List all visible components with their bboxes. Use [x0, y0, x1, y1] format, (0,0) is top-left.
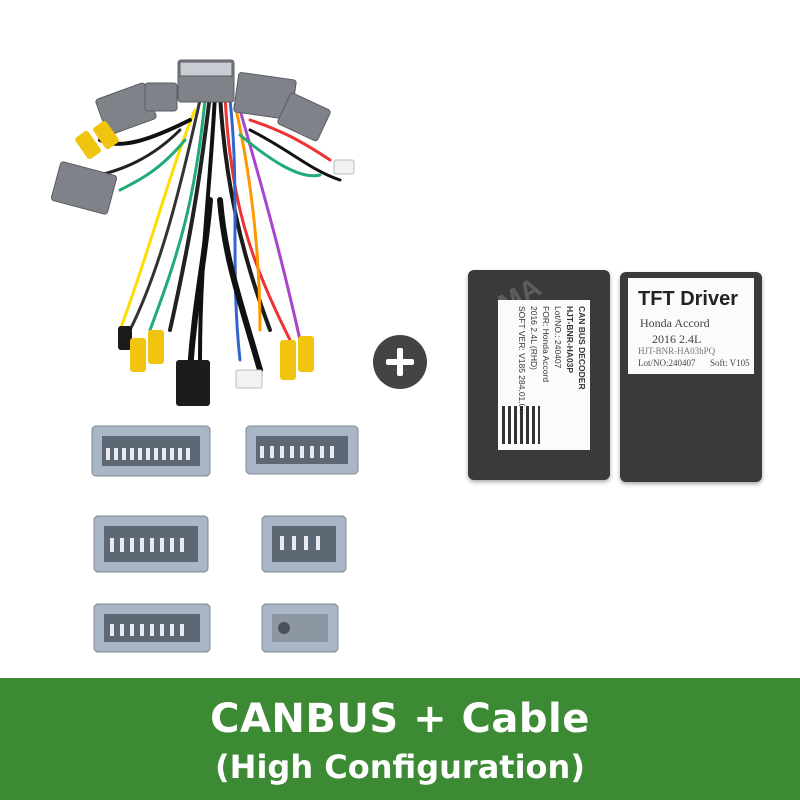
banner-title: CANBUS + Cable: [210, 696, 590, 742]
canbus-decoder-box: MA CAN BUS DECODER HJT-BNR-HA03P Lot/NO.…: [468, 270, 610, 480]
product-banner: CANBUS + Cable (High Configuration): [0, 678, 800, 800]
banner-subtitle: (High Configuration): [215, 748, 585, 786]
tft-lot: Lot/NO:240407: [638, 358, 696, 368]
harness-connectors: [50, 59, 331, 215]
decoder-label: CAN BUS DECODER HJT-BNR-HA03P Lot/NO.: 2…: [498, 300, 590, 450]
tft-driver-box: TFT Driver Honda Accord 2016 2.4L HJT-BN…: [620, 272, 762, 482]
connector-faces: [91, 425, 359, 653]
plus-icon: [373, 335, 427, 389]
decoder-label-for: FOR: Honda Accord: [541, 306, 551, 383]
tft-code: HJT-BNR-HA03hPQ: [638, 346, 716, 356]
decoder-label-model: HJT-BNR-HA03P: [565, 306, 575, 374]
tft-model: Honda Accord: [640, 316, 710, 330]
rca-plugs: [75, 120, 355, 406]
tft-label: TFT Driver Honda Accord 2016 2.4L HJT-BN…: [628, 278, 754, 374]
wiring-harness: [98, 93, 342, 373]
product-photo: [50, 59, 359, 653]
tft-soft: Soft: V105: [710, 358, 750, 368]
tft-year: 2016 2.4L: [652, 332, 702, 346]
qr-code-icon: [502, 406, 540, 444]
decoder-label-lot: Lot/NO.: 240407: [553, 306, 563, 369]
decoder-label-title: CAN BUS DECODER: [577, 306, 587, 390]
tft-title: TFT Driver: [638, 288, 739, 310]
